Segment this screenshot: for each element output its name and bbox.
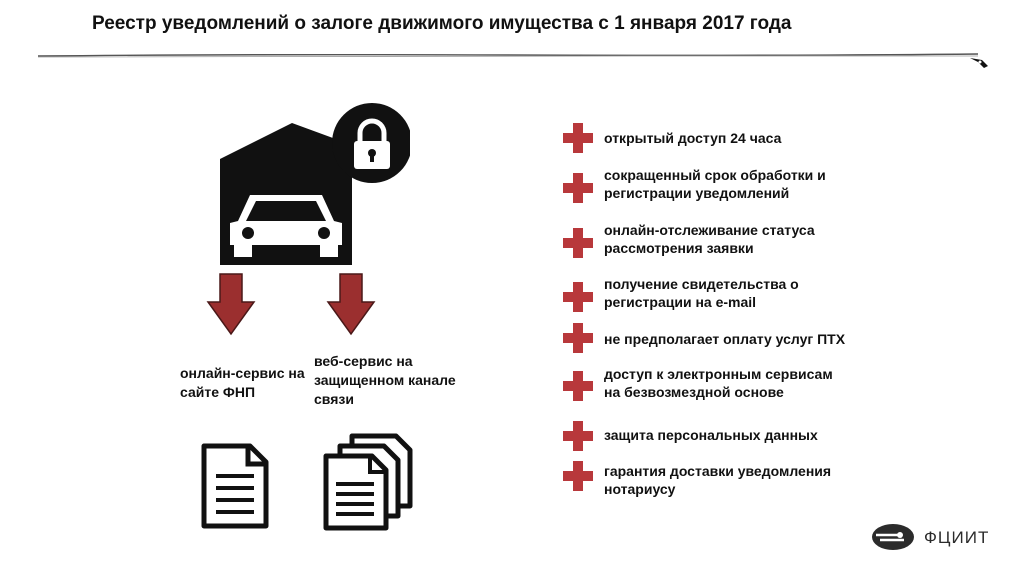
down-arrow-icon [206,273,256,336]
plus-icon [563,461,593,491]
plus-icon [563,123,593,153]
plus-icon [563,371,593,401]
plus-icon [563,323,593,353]
benefit-item: не предполагает оплату услуг ПТХ [562,322,892,362]
benefit-text: онлайн-отслеживание статуса рассмотрения… [604,222,815,256]
logo-text: ФЦИИТ [924,528,990,547]
document-icon [201,443,269,529]
benefit-item: получение свидетельства о регистрации на… [562,276,892,321]
benefit-text: сокращенный срок обработки и регистрации… [604,167,826,201]
benefit-item: гарантия доставки уведомления нотариусу [562,460,892,500]
slide-title: Реестр уведомлений о залоге движимого им… [92,13,792,34]
plus-icon [563,421,593,451]
caption-online-service: онлайн-сервис на сайте ФНП [180,365,305,400]
down-arrow-icon [326,273,376,336]
documents-stack-icon [323,433,413,531]
benefit-text: получение свидетельства о регистрации на… [604,276,799,310]
benefit-item: онлайн-отслеживание статуса рассмотрения… [562,222,892,267]
caption-web-service: веб-сервис на защищенном канале связи [314,353,456,407]
benefit-text: открытый доступ 24 часа [604,130,782,146]
benefit-item: доступ к электронным сервисам на безвозм… [562,366,892,410]
benefit-text: не предполагает оплату услуг ПТХ [604,331,846,347]
title-underline [38,53,978,58]
pen-nib-icon [970,58,988,68]
benefit-item: открытый доступ 24 часа [562,122,892,162]
benefit-item: сокращенный срок обработки и регистрации… [562,167,892,212]
benefit-text: доступ к электронным сервисам на безвозм… [604,366,833,400]
benefit-item: защита персональных данных [562,420,892,460]
benefit-text: защита персональных данных [604,427,818,443]
plus-icon [563,173,593,203]
fciit-logo-icon [872,524,914,550]
garage-car-lock-icon [220,103,410,265]
benefit-text: гарантия доставки уведомления нотариусу [604,463,832,497]
plus-icon [563,228,593,258]
plus-icon [563,282,593,312]
